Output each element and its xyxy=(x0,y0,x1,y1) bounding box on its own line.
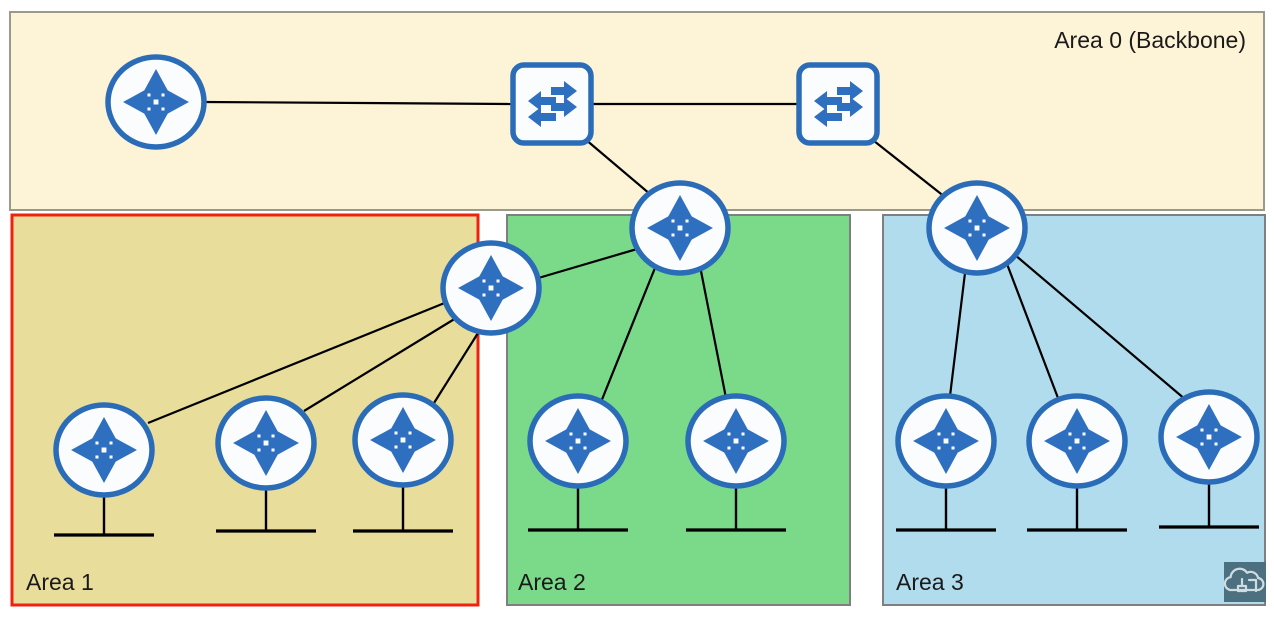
backbone-switch-left-switch-icon[interactable] xyxy=(510,62,594,146)
link-area1-abr-to-area1-router-1 xyxy=(147,298,453,425)
link-area3-abr-to-area3-router-3 xyxy=(1014,254,1187,401)
lan-area3-router-2 xyxy=(1027,486,1127,532)
link-area3-abr-to-area3-router-1 xyxy=(948,272,967,397)
area3-router-3-router-icon[interactable] xyxy=(1158,389,1260,485)
link-switch-right-to-area3-abr xyxy=(868,136,951,202)
lan-area2-router-2 xyxy=(686,486,786,532)
link-area3-abr-to-area3-router-2 xyxy=(1005,263,1060,399)
link-area2-abr-to-area2-router-1 xyxy=(599,262,659,403)
area3-router-1-router-icon[interactable] xyxy=(895,393,997,489)
cloud-icon xyxy=(1223,567,1265,592)
lan-area2-router-1 xyxy=(528,486,628,532)
area1-router-3-router-icon[interactable] xyxy=(352,392,454,488)
router-circle xyxy=(440,240,542,336)
router-circle xyxy=(1026,393,1128,489)
lan-area3-router-1 xyxy=(896,486,996,532)
devices-group xyxy=(53,54,1260,498)
router-circle xyxy=(629,180,731,276)
link-switch-left-to-area2-abr xyxy=(584,138,658,201)
area3-abr-router-icon[interactable] xyxy=(926,180,1028,276)
link-area2-abr-to-area2-router-2 xyxy=(698,265,728,399)
lan-segments-group xyxy=(54,482,1259,537)
area1-abr-router-icon[interactable] xyxy=(440,240,542,336)
area-label-area1: Area 1 xyxy=(26,569,94,595)
link-backbone-router-to-switch-left xyxy=(203,100,514,106)
router-circle xyxy=(352,392,454,488)
router-circle xyxy=(527,393,629,489)
area3-router-2-router-icon[interactable] xyxy=(1026,393,1128,489)
lan-area1-router-1 xyxy=(54,495,154,537)
backbone-router-router-icon[interactable] xyxy=(105,54,207,150)
link-area2-abr-to-area1-abr xyxy=(534,247,638,281)
area1-router-1-router-icon[interactable] xyxy=(53,402,155,498)
router-circle xyxy=(53,402,155,498)
area-box-area0[interactable] xyxy=(9,11,1265,211)
router-circle xyxy=(215,395,317,491)
link-area1-abr-to-area1-router-2 xyxy=(303,314,462,412)
link-area1-abr-to-area1-router-3 xyxy=(433,332,479,404)
area2-router-2-router-icon[interactable] xyxy=(685,393,787,489)
router-circle xyxy=(926,180,1028,276)
lan-area1-router-3 xyxy=(353,485,453,533)
watermark-group xyxy=(1223,562,1266,602)
area2-abr-router-icon[interactable] xyxy=(629,180,731,276)
area2-router-1-router-icon[interactable] xyxy=(527,393,629,489)
router-circle xyxy=(685,393,787,489)
watermark-background xyxy=(1224,562,1266,602)
area-label-area0: Area 0 (Backbone) xyxy=(1054,27,1246,53)
lan-area3-router-3 xyxy=(1159,482,1259,529)
links-group xyxy=(147,100,1187,425)
cloud-circuit-lines-icon xyxy=(1236,577,1258,593)
area-label-area3: Area 3 xyxy=(896,569,964,595)
area1-router-2-router-icon[interactable] xyxy=(215,395,317,491)
lan-area1-router-2 xyxy=(216,488,316,533)
area-label-area2: Area 2 xyxy=(518,569,586,595)
router-circle xyxy=(1158,389,1260,485)
backbone-switch-right-switch-icon[interactable] xyxy=(796,62,880,146)
area-labels-group: Area 0 (Backbone) Area 1 Area 2 Area 3 xyxy=(26,27,1246,595)
router-circle xyxy=(105,54,207,150)
router-circle xyxy=(895,393,997,489)
